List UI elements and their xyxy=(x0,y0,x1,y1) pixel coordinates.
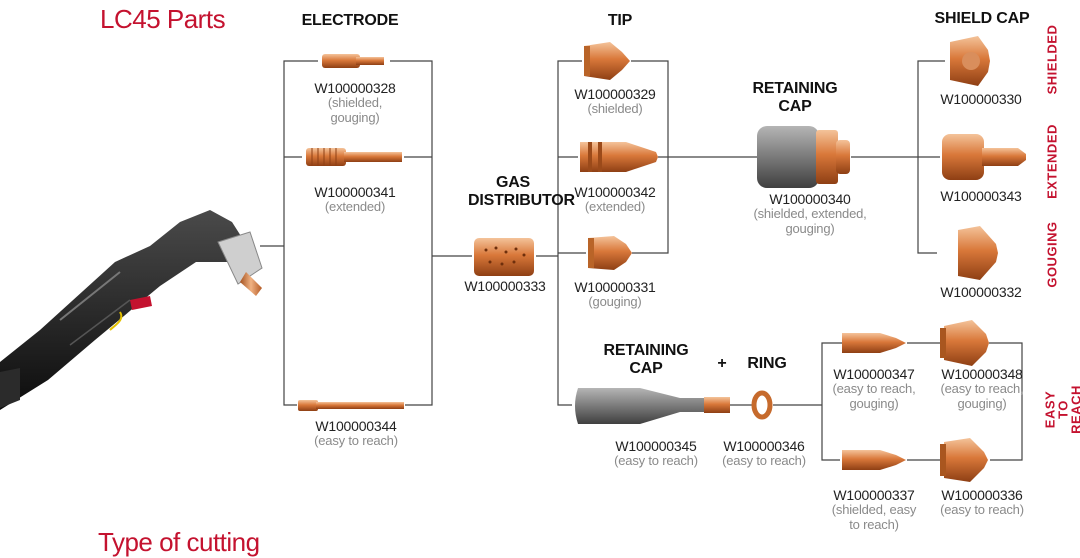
gas-distributor-image xyxy=(474,238,534,276)
tip-heading: TIP xyxy=(590,12,650,30)
part-note: (shielded, gouging) xyxy=(320,96,390,126)
tip-extended-image xyxy=(580,142,658,172)
part-number: W100000348 xyxy=(928,366,1036,382)
ring-image xyxy=(754,393,770,417)
plus-sign: + xyxy=(712,355,732,373)
part-label-rc: W100000340 (shielded, extended, gouging) xyxy=(735,191,885,237)
type-of-cutting-heading: Type of cutting xyxy=(98,527,260,558)
part-label-s1: W100000330 xyxy=(926,91,1036,107)
electrode-easy-to-reach-image xyxy=(298,400,404,411)
part-label-ring: W100000346 (easy to reach) xyxy=(708,438,820,469)
tip-gouging-image xyxy=(588,236,632,270)
shield-cap-extended-image xyxy=(942,134,1026,180)
part-label-s3: W100000332 xyxy=(926,284,1036,300)
part-number: W100000346 xyxy=(708,438,820,454)
electrode-heading: ELECTRODE xyxy=(290,12,410,30)
part-number: W100000342 xyxy=(560,184,670,200)
part-number: W100000343 xyxy=(926,188,1036,204)
part-label-s2: W100000343 xyxy=(926,188,1036,204)
part-note: (shielded) xyxy=(560,102,670,117)
ring-heading: RING xyxy=(742,355,792,373)
part-number: W100000329 xyxy=(560,86,670,102)
tip-shielded-image xyxy=(584,42,630,80)
gas-distributor-heading: GAS DISTRIBUTOR xyxy=(468,174,558,211)
page-title: LC45 Parts xyxy=(100,4,225,35)
part-label-e1: W100000328 (shielded, gouging) xyxy=(300,80,410,126)
part-label-e3: W100000344 (easy to reach) xyxy=(296,418,416,449)
part-label-rc2: W100000345 (easy to reach) xyxy=(596,438,716,469)
part-number: W100000328 xyxy=(300,80,410,96)
part-label-et1: W100000347 (easy to reach, gouging) xyxy=(820,366,928,412)
electrode-extended-image xyxy=(306,148,402,166)
part-label-t3: W100000331 (gouging) xyxy=(560,279,670,310)
part-label-t2: W100000342 (extended) xyxy=(560,184,670,215)
part-note: (easy to reach) xyxy=(928,503,1036,518)
torch-image xyxy=(0,210,262,410)
electrode-shielded-image xyxy=(322,54,384,68)
part-number: W100000344 xyxy=(296,418,416,434)
part-note: (extended) xyxy=(560,200,670,215)
part-label-e2: W100000341 (extended) xyxy=(300,184,410,215)
side-label-gouging: GOUGING xyxy=(1046,215,1059,295)
part-number: W100000347 xyxy=(820,366,928,382)
retaining-cap-heading: RETAINING CAP xyxy=(750,80,840,117)
retaining-cap-easy-heading: RETAINING CAP xyxy=(600,342,692,379)
tip-easy-to-reach-gouging-image xyxy=(842,333,906,353)
part-note: (easy to reach, gouging) xyxy=(824,382,924,412)
side-label-easy-to-reach: EASY TO REACH xyxy=(1044,381,1080,439)
part-note: (extended) xyxy=(300,200,410,215)
retaining-cap-image xyxy=(757,126,850,188)
part-label-gd: W100000333 xyxy=(450,278,560,294)
part-number: W100000333 xyxy=(450,278,560,294)
part-label-es2: W100000336 (easy to reach) xyxy=(928,487,1036,518)
part-note: (shielded, extended, gouging) xyxy=(738,207,883,237)
shield-cap-heading: SHIELD CAP xyxy=(922,10,1042,28)
part-note: (easy to reach) xyxy=(708,454,820,469)
part-number: W100000340 xyxy=(735,191,885,207)
part-note: (gouging) xyxy=(560,295,670,310)
shield-cap-gouging-image xyxy=(958,226,998,280)
part-note: (easy to reach, gouging) xyxy=(932,382,1032,412)
part-number: W100000337 xyxy=(820,487,928,503)
part-number: W100000345 xyxy=(596,438,716,454)
part-number: W100000331 xyxy=(560,279,670,295)
shield-easy-to-reach-gouging-image xyxy=(940,320,989,366)
part-note: (easy to reach) xyxy=(596,454,716,469)
tip-easy-to-reach-shielded-image xyxy=(842,450,906,470)
part-number: W100000330 xyxy=(926,91,1036,107)
part-label-es1: W100000348 (easy to reach, gouging) xyxy=(928,366,1036,412)
side-label-shielded: SHIELDED xyxy=(1046,20,1059,100)
part-number: W100000332 xyxy=(926,284,1036,300)
side-label-extended: EXTENDED xyxy=(1046,122,1059,202)
part-note: (shielded, easy to reach) xyxy=(829,503,919,533)
retaining-cap-easy-to-reach-image xyxy=(575,388,730,424)
part-note: (easy to reach) xyxy=(296,434,416,449)
part-number: W100000336 xyxy=(928,487,1036,503)
shield-cap-shielded-image xyxy=(950,36,990,86)
part-label-et2: W100000337 (shielded, easy to reach) xyxy=(820,487,928,533)
part-number: W100000341 xyxy=(300,184,410,200)
part-label-t1: W100000329 (shielded) xyxy=(560,86,670,117)
shield-easy-to-reach-image xyxy=(940,438,988,482)
